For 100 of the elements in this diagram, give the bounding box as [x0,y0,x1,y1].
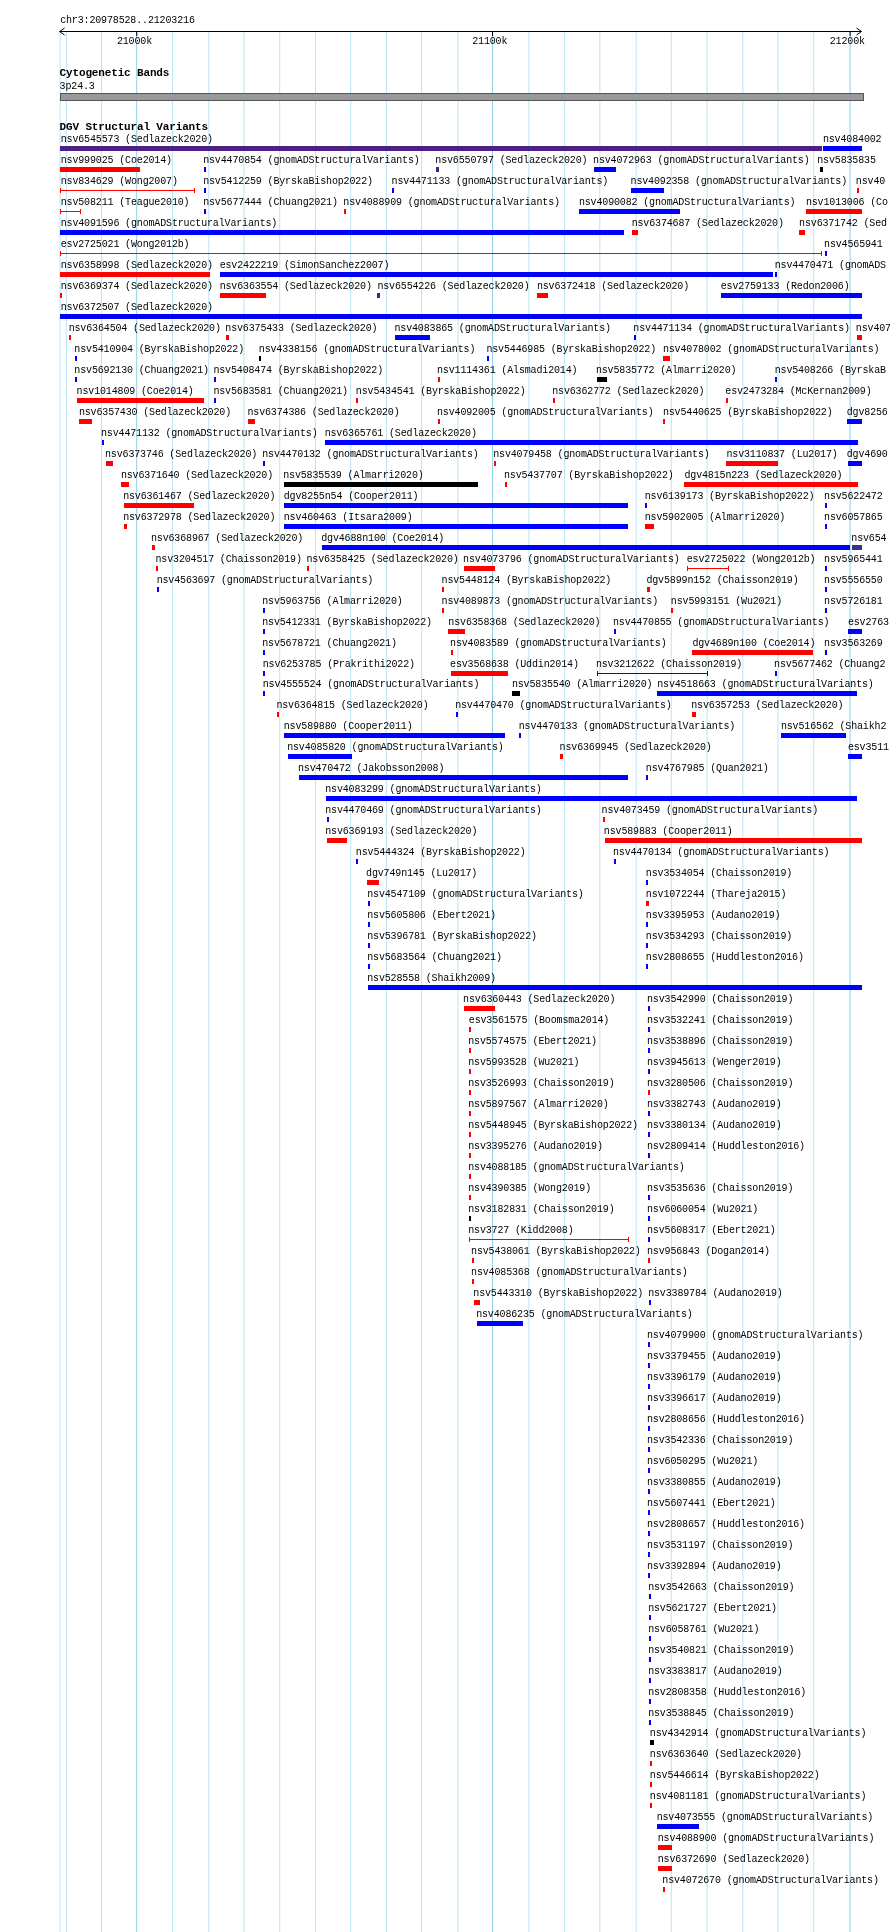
variant-label: nsv4470134 (gnomADStructuralVariants) [612,847,830,860]
variant-label: nsv3532241 (Chaisson2019) [647,1015,794,1028]
variant-label: nsv6373746 (Sedlazeck2020) [105,448,258,461]
variant-label: nsv6050295 (Wu2021) [647,1455,759,1468]
variant-label: nsv4470854 (gnomADStructuralVariants) [203,154,420,167]
variant-label: nsv5683581 (Chuang2021) [213,385,348,398]
variant-label: nsv4083299 (gnomADStructuralVariants) [325,784,542,797]
variant-label: nsv4471134 (gnomADStructuralVariants) [633,322,850,335]
variant-label: nsv6545573 (Sedlazeck2020) [60,134,213,146]
variant-label: nsv5726181 [824,595,883,608]
variant-label: nsv6358425 (Sedlazeck2020) [306,553,459,566]
variant-label: nsv5605806 (Ebert2021) [367,910,496,923]
variant-label: nsv3182831 (Chaisson2019) [468,1203,615,1216]
variant-label: nsv6362772 (Sedlazeck2020) [552,385,705,398]
variant-label: nsv3534054 (Chaisson2019) [645,868,793,881]
variant-label: nsv5444324 (ByrskaBishop2022) [355,847,526,860]
variant-label: nsv5440625 (ByrskaBishop2022) [662,406,833,419]
variant-label: nsv5574575 (Ebert2021) [468,1036,597,1049]
variant-label: nsv5692130 (Chuang2021) [74,364,209,377]
variant-label: nsv6368967 (Sedlazeck2020) [150,532,304,545]
variant-label: dgv8255n54 (Cooper2011) [283,490,419,503]
variant-label: nsv5434541 (ByrskaBishop2022) [355,385,526,398]
variant-label: nsv6363640 (Sedlazeck2020) [649,1749,802,1762]
variant-label: dgv5899n152 (Chaisson2019) [646,574,799,587]
variant-label: nsv654 [851,532,887,545]
tick-label: 21100k [472,36,508,49]
variant-label: nsv4092005 (gnomADStructuralVariants) [437,406,654,419]
variant-label: nsv6554226 (Sedlazeck2020) [377,280,530,293]
variant-label: nsv6363554 (Sedlazeck2020) [219,280,372,293]
variant-label: esv3568638 (Uddin2014) [450,658,579,671]
variant-label: nsv40 [855,175,886,188]
variant-label: nsv4089873 (gnomADStructuralVariants) [441,595,659,608]
variant-label: nsv6369193 (Sedlazeck2020) [325,826,478,839]
variant-label: nsv1013006 (Co [805,196,888,209]
variant-label: nsv407 [855,322,890,335]
variant-label: nsv5437707 (ByrskaBishop2022) [503,469,674,482]
variant-label: esv2759133 (Redon2006) [720,280,850,293]
variant-label: nsv6357253 (Sedlazeck2020) [691,700,844,713]
variant-label: nsv4073796 (gnomADStructuralVariants) [463,553,680,566]
variant-label: esv2422219 (SimonSanchez2007) [219,259,390,272]
region-title: chr3:20978528..21203216 [60,15,195,27]
variant-label: nsv5438061 (ByrskaBishop2022) [471,1245,641,1258]
variant-label: nsv460463 (Itsara2009) [283,511,413,524]
variant-label: nsv508211 (Teague2010) [60,196,190,209]
variant-label: nsv834629 (Wong2007) [60,175,178,188]
variant-label: nsv4085820 (gnomADStructuralVariants) [287,742,504,755]
variant-label: nsv4072963 (gnomADStructuralVariants) [593,154,810,167]
variant-label: nsv6357430 (Sedlazeck2020) [78,406,231,419]
variant-label: nsv4083865 (gnomADStructuralVariants) [394,322,611,335]
variant-label: nsv5412259 (ByrskaBishop2022) [203,175,373,188]
variant-label: nsv5678721 (Chuang2021) [262,637,397,650]
variant-label: nsv5396781 (ByrskaBishop2022) [367,931,537,944]
variant-label: nsv6371640 (Sedlazeck2020) [120,469,273,482]
variant-label: nsv6374386 (Sedlazeck2020) [247,406,400,419]
variant-label: nsv6058761 (Wu2021) [648,1623,760,1636]
variant-label: nsv4470855 (gnomADStructuralVariants) [612,616,830,629]
variant-label: nsv2809414 (Huddleston2016) [647,1141,805,1154]
variant-label: nsv4073555 (gnomADStructuralVariants) [656,1812,874,1825]
variant-label: dgv4690 [846,448,888,461]
variant-label: nsv3395276 (Audano2019) [468,1141,603,1154]
variant-label: nsv5448124 (ByrskaBishop2022) [441,574,612,587]
variant-label: nsv3280506 (Chaisson2019) [647,1078,794,1091]
variant-label: nsv6361467 (Sedlazeck2020) [123,490,276,503]
variant-label: nsv956843 (Dogan2014) [647,1245,770,1258]
variant-label: nsv5835772 (Almarri2020) [595,364,737,377]
variant-label: nsv4390385 (Wong2019) [468,1183,592,1195]
variant-label: nsv5410904 (ByrskaBishop2022) [74,343,245,356]
variant-label: nsv4092358 (gnomADStructuralVariants) [630,175,848,188]
variant-label: nsv4083589 (gnomADStructuralVariants) [450,637,667,650]
variant-label: nsv5835540 (Almarri2020) [511,679,653,692]
variant-label: nsv6372690 (Sedlazeck2020) [657,1854,810,1867]
variant-label: nsv3396179 (Audano2019) [647,1371,782,1384]
variant-label: nsv6060054 (Wu2021) [647,1203,759,1216]
variant-label: nsv4079458 (gnomADStructuralVariants) [493,448,710,461]
variant-label: nsv4338156 (gnomADStructuralVariants) [258,343,476,356]
variant-label: nsv1114361 (Alsmadi2014) [437,364,578,377]
variant-label: nsv4471133 (gnomADStructuralVariants) [391,175,609,188]
variant-label: nsv5902005 (Almarri2020) [644,511,786,524]
variant-label: nsv3212622 (Chaisson2019) [595,658,743,671]
variant-label: nsv3380855 (Audano2019) [647,1476,782,1489]
variant-label: nsv4078002 (gnomADStructuralVariants) [662,343,880,356]
variant-label: nsv5993528 (Wu2021) [468,1057,580,1070]
variant-label: nsv5608317 (Ebert2021) [647,1224,776,1237]
variant-label: nsv3526993 (Chaisson2019) [468,1078,615,1091]
variant-label: nsv6358998 (Sedlazeck2020) [60,259,213,272]
variant-label: nsv1072244 (Thareja2015) [645,889,787,902]
variant-label: nsv3531197 (Chaisson2019) [647,1539,794,1552]
variant-label: dgv4688n100 (Coe2014) [321,532,445,545]
variant-label: nsv6364815 (Sedlazeck2020) [276,700,429,713]
variant-label: esv2473284 (McKernan2009) [725,385,872,398]
variant-label: nsv5607441 (Ebert2021) [647,1497,776,1510]
variant-label: nsv4767985 (Quan2021) [645,763,769,776]
variant-label: nsv3542336 (Chaisson2019) [647,1434,794,1447]
band-label: 3p24.3 [59,81,95,93]
variant-label: nsv6374687 (Sedlazeck2020) [631,217,784,230]
variant-label: nsv589880 (Cooper2011) [283,721,413,734]
variant-label: nsv3540821 (Chaisson2019) [648,1644,795,1657]
variant-label: nsv4565941 [824,238,883,251]
variant-label: nsv2808656 (Huddleston2016) [647,1413,805,1426]
variant-label: nsv4081181 (gnomADStructuralVariants) [649,1791,867,1804]
